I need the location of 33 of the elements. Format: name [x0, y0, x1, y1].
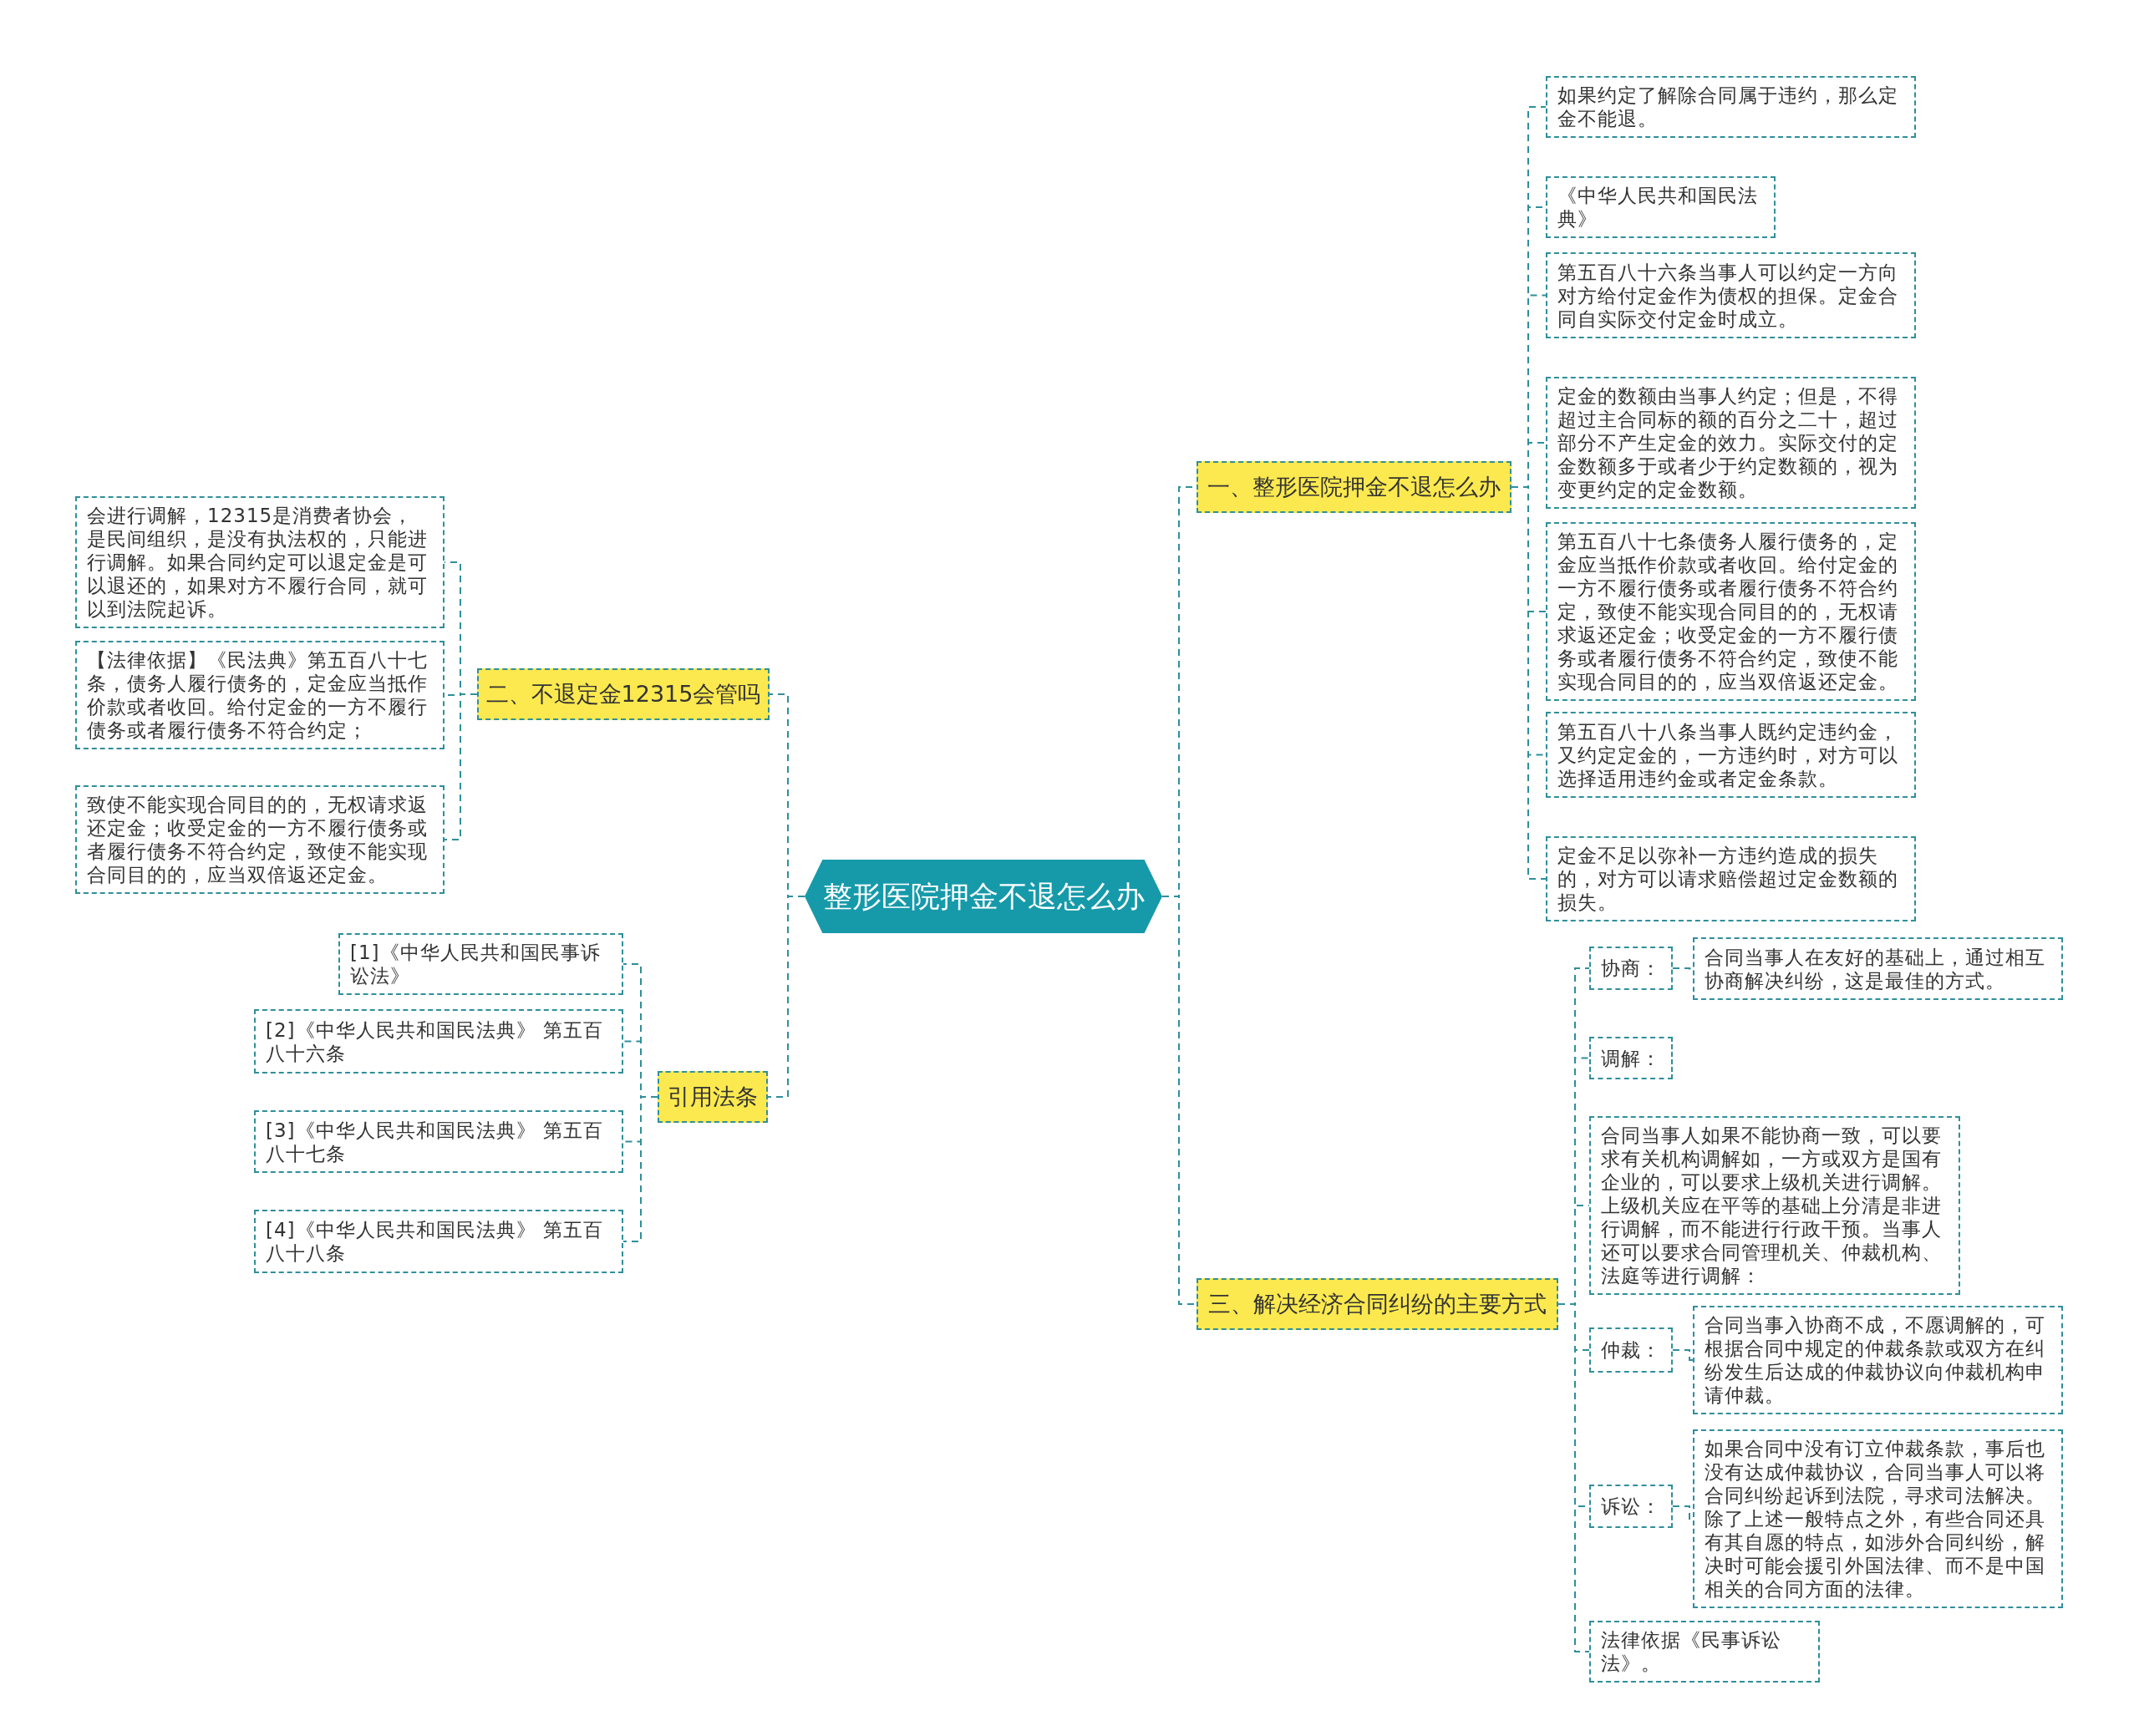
text-box: 如果约定了解除合同属于违约，那么定金不能退。 — [1546, 76, 1916, 138]
text-box: 协商： — [1589, 947, 1673, 990]
connector-line — [1672, 967, 1694, 970]
text-box: 定金的数额由当事人约定；但是，不得超过主合同标的额的百分之二十，超过部分不产生定金的效力。实际交付的定金数额多于或者少于约定数额的，视为变更约定的定金数额。 — [1546, 377, 1916, 509]
text-box: [4]《中华人民共和国民法典》 第五百八十八条 — [254, 1210, 623, 1273]
text-box: 致使不能实现合同目的的，无权请求返还定金；收受定金的一方不履行债务或者履行债务不符合约定，致使不能实现合同目的的，应当双倍返还定金。 — [75, 785, 445, 894]
connector-line — [767, 896, 805, 1098]
text-box: 仲裁： — [1589, 1327, 1673, 1373]
connector-line — [622, 1096, 658, 1242]
text-box: 法律依据《民事诉讼法》。 — [1589, 1621, 1820, 1683]
connector-line — [444, 693, 478, 840]
text-box: [1]《中华人民共和国民事诉讼法》 — [338, 933, 623, 995]
text-box: 定金不足以弥补一方违约造成的损失的，对方可以请求赔偿超过定金数额的损失。 — [1546, 836, 1916, 921]
text-box: [2]《中华人民共和国民法典》 第五百八十六条 — [254, 1009, 623, 1074]
text-box: 第五百八十八条当事人既约定违约金，又约定定金的，一方违约时，对方可以选择适用违约金或者定金条款。 — [1546, 712, 1916, 798]
text-box: 合同当事入协商不成，不愿调解的，可根据合同中规定的仲裁条款或双方在纠纷发生后达成的仲裁协议向仲裁机构申请仲裁。 — [1693, 1306, 2063, 1414]
text-box: 如果合同中没有订立仲裁条款，事后也没有达成仲裁协议，合同当事人可以将合同纠纷起诉到法院，寻求司法解决。除了上述一般特点之外，有些合同还具有其自愿的特点，如涉外合同纠纷，解决时可能会援引外国法律、而不是中国相关的合同方面的法律。 — [1693, 1429, 2063, 1608]
text-box: 调解： — [1589, 1037, 1673, 1079]
text-box: 合同当事人在友好的基础上，通过相互协商解决纠纷，这是最佳的方式。 — [1693, 937, 2063, 1000]
text-box: 会进行调解，12315是消费者协会，是民间组织，是没有执法权的，只能进行调解。如果合同约定可以退定金是可以退还的，如果对方不履行合同，就可以到法院起诉。 — [75, 496, 445, 628]
branch-topic-box: 三、解决经济合同纠纷的主要方式 — [1197, 1278, 1558, 1330]
branch-topic-box: 一、整形医院押金不退怎么办 — [1197, 461, 1512, 513]
central-topic-hexagon: 整形医院押金不退怎么办 — [805, 860, 1162, 933]
text-box: 诉讼： — [1589, 1485, 1673, 1528]
branch-topic-box: 二、不退定金12315会管吗 — [477, 668, 770, 720]
text-box: 第五百八十七条债务人履行债务的，定金应当抵作价款或者收回。给付定金的一方不履行债务或者履行债务不符合约定，致使不能实现合同目的的，无权请求返还定金；收受定金的一方不履行债务或者履行债务不符合约定，致使不能实现合同目的的，应当双倍返还定金。 — [1546, 522, 1916, 701]
text-box: 【法律依据】《民法典》第五百八十七条，债务人履行债务的，定金应当抵作价款或者收回。给付定金的一方不履行债务或者履行债务不符合约定； — [75, 641, 445, 749]
text-box: [3]《中华人民共和国民法典》 第五百八十七条 — [254, 1110, 623, 1173]
branch-topic-box: 引用法条 — [658, 1071, 768, 1123]
connector-line — [1672, 1349, 1694, 1361]
text-box: 《中华人民共和国民法典》 — [1546, 176, 1776, 238]
text-box: 合同当事人如果不能协商一致，可以要求有关机构调解如，一方或双方是国有企业的，可以要求上级机关进行调解。上级机关应在平等的基础上分清是非进行调解，而不能进行行政干预。当事人还可以要求合同管理机关、仲裁机构、法庭等进行调解： — [1589, 1116, 1960, 1295]
text-box: 第五百八十六条当事人可以约定一方向对方给付定金作为债权的担保。定金合同自实际交付定金时成立。 — [1546, 252, 1916, 338]
